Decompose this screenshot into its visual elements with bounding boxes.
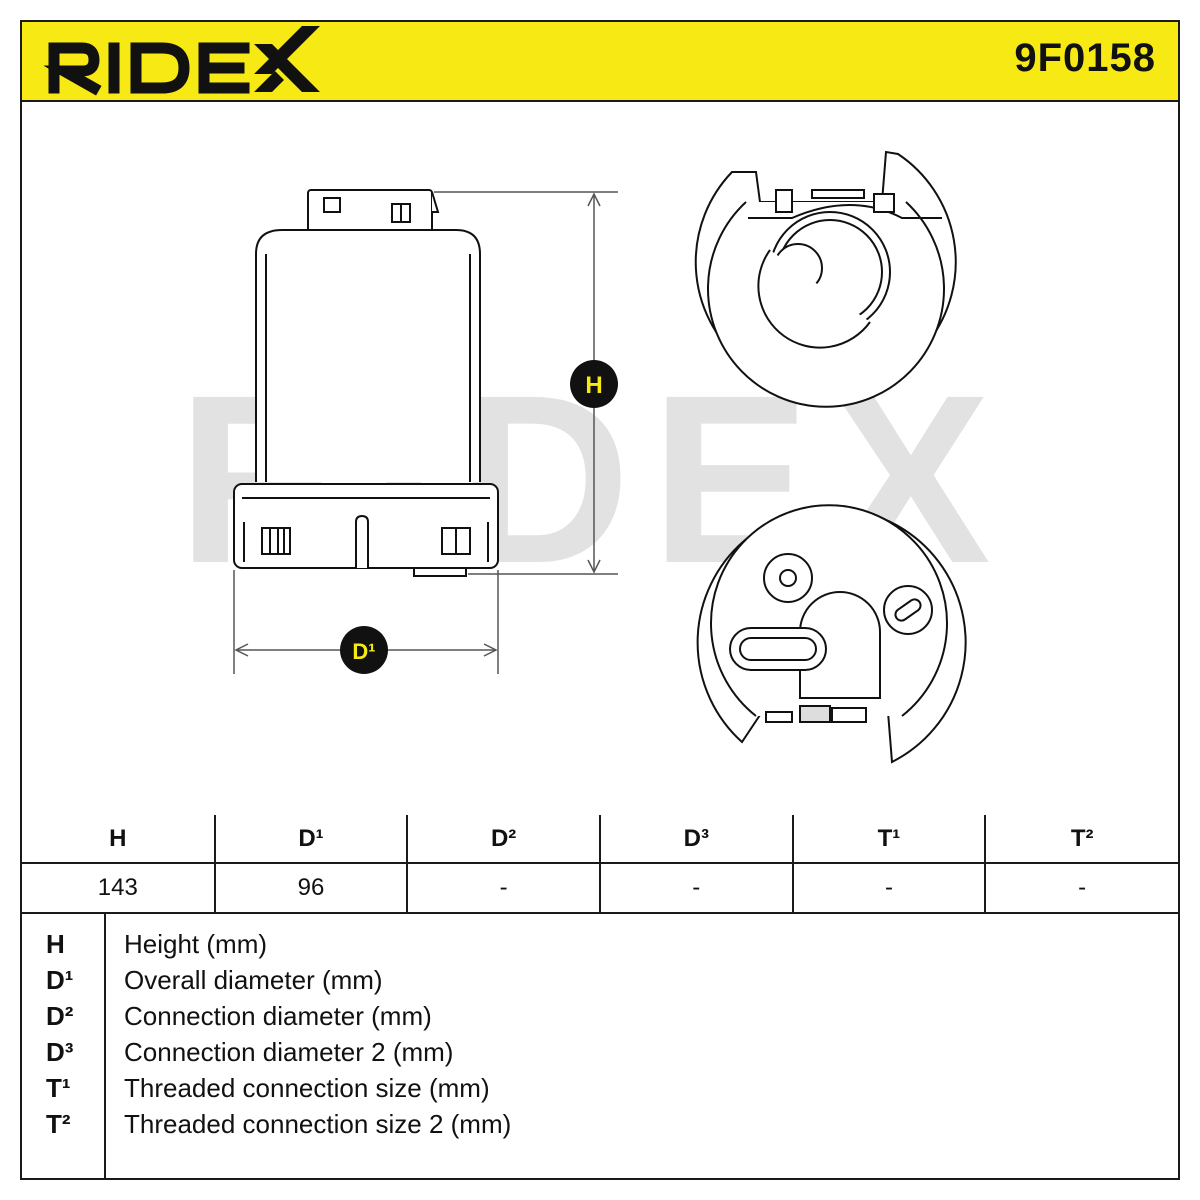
legend-key: T²	[46, 1109, 71, 1139]
diameter-marker-label: D¹	[352, 639, 375, 664]
spec-header-h: H	[22, 815, 216, 864]
filter-side-view	[233, 189, 499, 577]
legend-desc: Threaded connection size (mm)	[124, 1073, 490, 1103]
legend-row-d3: D³ Connection diameter 2 (mm)	[22, 1034, 1122, 1070]
specs-table: H D¹ D² D³ T¹ T² 143 96 - - - -	[22, 815, 1178, 914]
filter-bottom-view	[696, 504, 967, 764]
brand-logo	[44, 26, 320, 96]
height-marker-label: H	[585, 372, 602, 399]
height-marker	[570, 360, 618, 408]
legend-key: D¹	[46, 965, 74, 995]
spec-value-t2: -	[984, 862, 1178, 914]
legend-desc: Height (mm)	[124, 929, 268, 959]
legend-key: T¹	[46, 1073, 71, 1103]
legend-key: D³	[46, 1037, 74, 1067]
spec-value-d2: -	[406, 862, 601, 914]
legend-key: D²	[46, 1001, 74, 1031]
spec-header-t2: T²	[984, 815, 1178, 864]
legend-desc: Threaded connection size 2 (mm)	[124, 1109, 512, 1139]
legend-row-t1: T¹ Threaded connection size (mm)	[22, 1070, 1122, 1106]
spec-header-d1: D¹	[213, 815, 409, 864]
header-bar: 9F0158	[22, 22, 1178, 102]
legend-row-d1: D¹ Overall diameter (mm)	[22, 962, 1122, 998]
technical-drawing: RIDEX	[177, 150, 991, 764]
legend-desc: Overall diameter (mm)	[124, 965, 383, 995]
spec-header-d3: D³	[598, 815, 794, 864]
spec-value-h: 143	[22, 862, 216, 914]
spec-value-d1: 96	[213, 862, 409, 914]
spec-value-d3: -	[598, 862, 794, 914]
legend-key: H	[46, 929, 65, 959]
spec-header-d2: D²	[406, 815, 601, 864]
legend-row-d2: D² Connection diameter (mm)	[22, 998, 1122, 1034]
specs-value-row: 143 96 - - - -	[22, 862, 1178, 914]
part-number: 9F0158	[1014, 36, 1156, 80]
legend-desc: Connection diameter 2 (mm)	[124, 1037, 454, 1067]
legend-desc: Connection diameter (mm)	[124, 1001, 432, 1031]
legend-row-t2: T² Threaded connection size 2 (mm)	[22, 1106, 1122, 1142]
spec-value-t1: -	[791, 862, 987, 914]
filter-top-view	[694, 150, 957, 408]
legend: H Height (mm) D¹ Overall diameter (mm) D…	[22, 912, 1178, 1178]
diameter-marker	[340, 626, 388, 674]
product-sheet: 9F0158 RIDEX	[20, 20, 1180, 1180]
legend-row-h: H Height (mm)	[22, 926, 1122, 962]
spec-header-t1: T¹	[791, 815, 987, 864]
legend-divider	[104, 912, 106, 1178]
specs-header-row: H D¹ D² D³ T¹ T²	[22, 815, 1178, 864]
